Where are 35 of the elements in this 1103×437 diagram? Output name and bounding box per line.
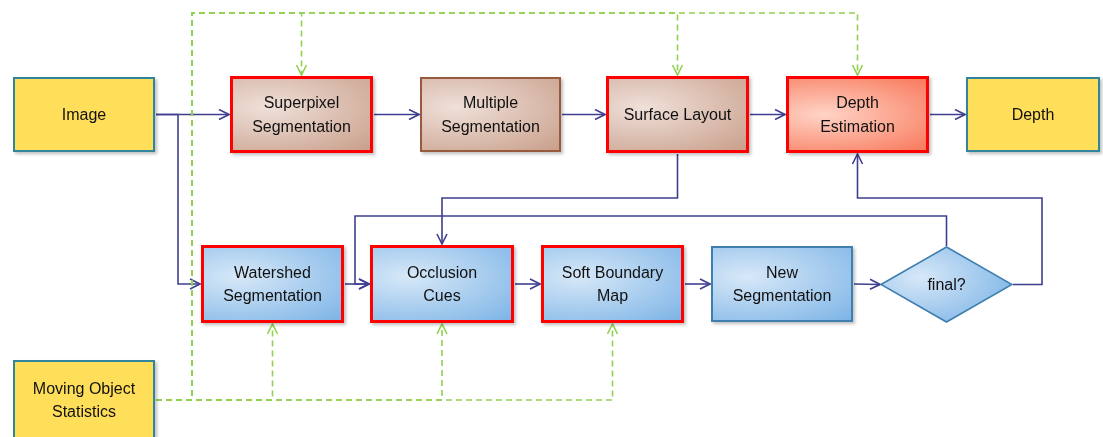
arrow xyxy=(853,278,881,291)
process-box xyxy=(786,76,929,153)
arrow xyxy=(373,108,420,121)
arrow xyxy=(929,108,966,121)
node-label: Depth Estimation xyxy=(819,93,896,137)
process-box xyxy=(541,245,684,323)
output-box xyxy=(966,77,1100,152)
arrow xyxy=(436,153,679,245)
arrow xyxy=(155,113,201,290)
node-label: Occlusion Cues xyxy=(405,262,479,306)
node-label: Multiple Segmentation xyxy=(440,93,541,137)
arrow xyxy=(851,153,1043,286)
process-box xyxy=(606,76,749,153)
node-label: Image xyxy=(60,104,108,125)
input-box xyxy=(13,77,155,152)
process-box xyxy=(230,76,373,153)
node-label: Moving Object Statistics xyxy=(31,378,137,422)
arrow xyxy=(354,215,948,290)
node-label: Watershed Segmentation xyxy=(222,262,323,306)
node-label: Soft Boundary Map xyxy=(560,262,665,306)
process-box xyxy=(201,245,344,323)
arrow xyxy=(514,278,541,290)
node-label: New Segmentation xyxy=(731,262,833,306)
process-box xyxy=(711,246,853,322)
node-label: Depth xyxy=(1010,104,1056,125)
node-label: Surface Layout xyxy=(622,104,733,125)
arrow xyxy=(561,108,606,121)
node-label: Superpixel Segmentation xyxy=(251,93,352,137)
arrow xyxy=(749,108,786,121)
decision-diamond xyxy=(880,246,1013,323)
process-box xyxy=(420,77,561,152)
node-label: final? xyxy=(926,274,967,295)
process-box xyxy=(370,245,514,323)
arrow xyxy=(684,278,711,290)
input-box xyxy=(13,360,155,437)
